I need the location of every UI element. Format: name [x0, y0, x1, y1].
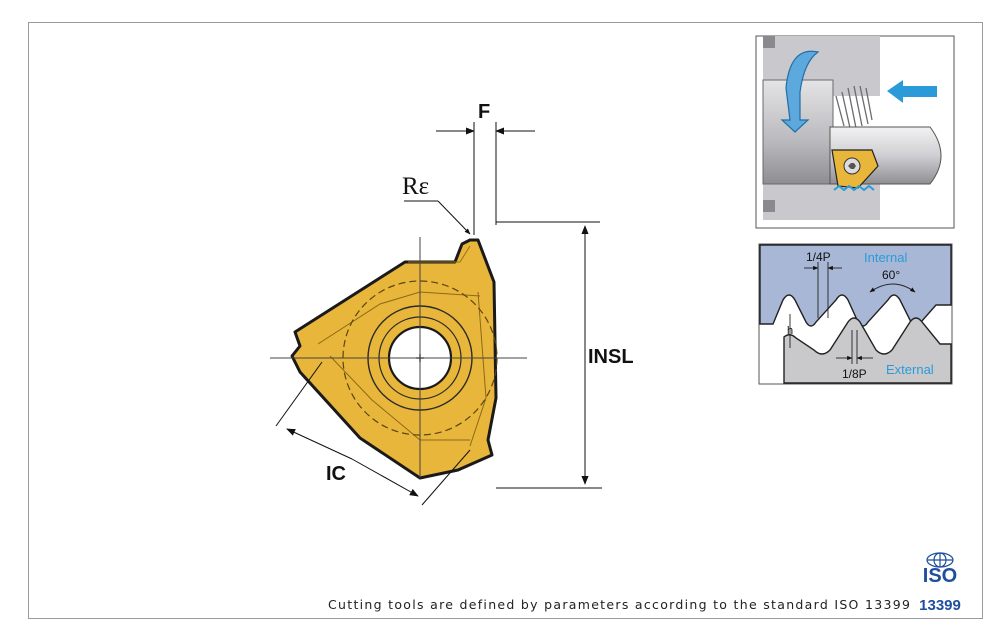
ic-label: IC [326, 463, 346, 485]
internal-threading-illustration [755, 35, 955, 229]
angle-label: 60° [882, 268, 900, 282]
thread-profile-illustration: 1/4P Internal 60° h 1/8P External [758, 243, 953, 385]
f-label: F [478, 101, 490, 123]
rotation-arrow [780, 50, 820, 133]
quarter-pitch-label: 1/4P [806, 250, 831, 264]
re-leader [404, 200, 471, 235]
external-label: External [886, 362, 934, 377]
f-dimension [436, 122, 535, 235]
re-label: Rε [402, 173, 429, 200]
logo-iso: ISO [923, 565, 957, 587]
threading-insert [290, 238, 498, 480]
globe-icon [926, 552, 954, 568]
depth-label: h [787, 325, 793, 337]
feed-arrow [887, 80, 937, 103]
insl-label: INSL [588, 346, 634, 368]
eighth-pitch-label: 1/8P [842, 367, 867, 381]
iso-13399-logo: ISO 13399 [919, 552, 961, 614]
internal-label: Internal [864, 250, 907, 265]
footer-caption: Cutting tools are defined by parameters … [328, 597, 912, 612]
center-lines [270, 237, 527, 478]
logo-13399: 13399 [919, 597, 961, 614]
ic-dimension [275, 361, 471, 506]
insl-dimension [496, 221, 602, 489]
